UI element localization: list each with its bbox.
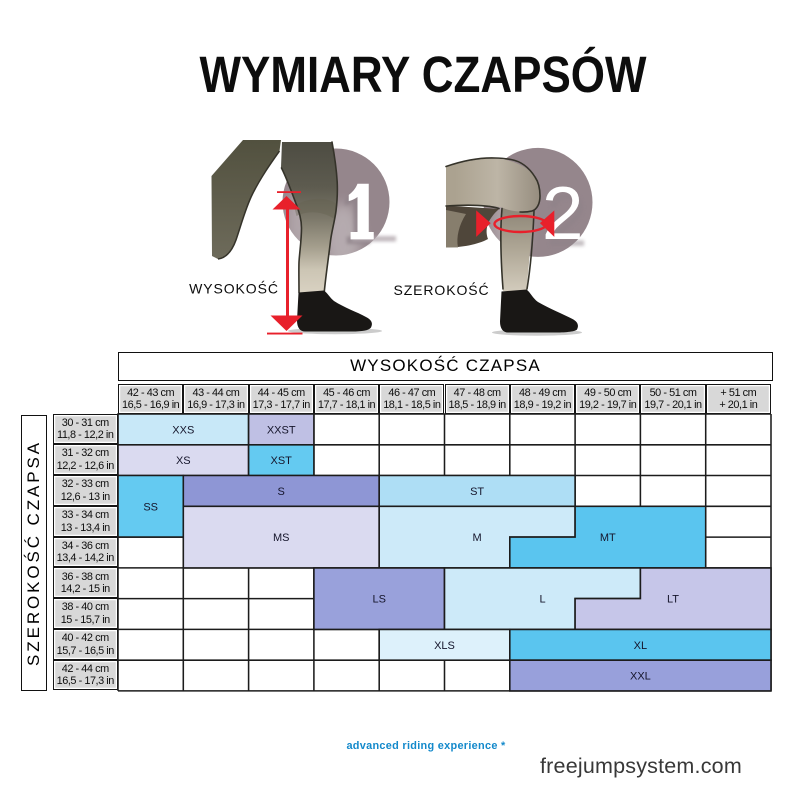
svg-text:SZEROKOŚĆ: SZEROKOŚĆ xyxy=(393,281,489,298)
svg-text:XLS: XLS xyxy=(434,639,455,651)
svg-text:L: L xyxy=(539,593,545,605)
svg-text:SS: SS xyxy=(143,501,158,513)
svg-text:M: M xyxy=(473,532,482,544)
svg-text:LS: LS xyxy=(372,593,385,605)
svg-text:XST: XST xyxy=(270,455,292,467)
svg-text:2: 2 xyxy=(542,171,584,255)
svg-text:XXST: XXST xyxy=(267,424,296,436)
svg-text:XXS: XXS xyxy=(172,424,194,436)
svg-text:ST: ST xyxy=(470,485,484,497)
svg-text:S: S xyxy=(278,485,285,497)
svg-text:XL: XL xyxy=(634,639,647,651)
svg-text:LT: LT xyxy=(667,593,679,605)
svg-text:WYSOKOŚĆ: WYSOKOŚĆ xyxy=(189,280,279,297)
svg-text:MT: MT xyxy=(600,532,616,544)
svg-text:XS: XS xyxy=(176,455,191,467)
svg-text:XXL: XXL xyxy=(630,670,651,682)
svg-text:MS: MS xyxy=(273,532,290,544)
